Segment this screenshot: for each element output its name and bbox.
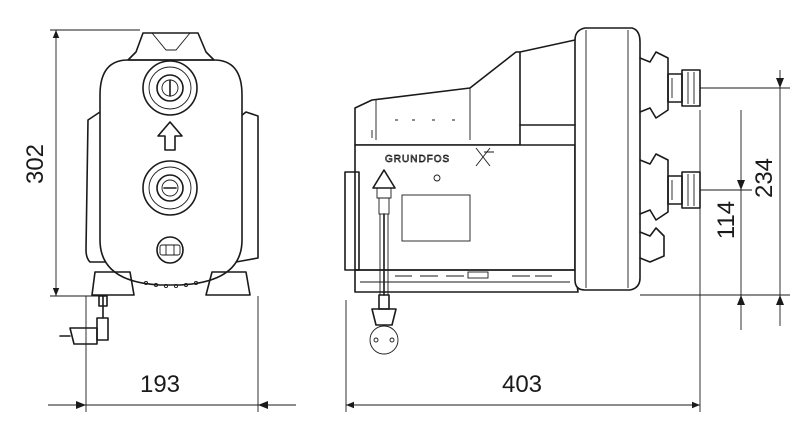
outlet-height-dimension: 234	[751, 70, 784, 326]
side-width-dimension: 403	[345, 110, 701, 412]
outlet-port-front	[142, 60, 198, 116]
outlet-height-label: 234	[751, 158, 778, 198]
pump-front-body	[99, 59, 243, 286]
drain-plug	[156, 236, 184, 264]
front-view	[59, 32, 259, 345]
flow-arrow	[157, 121, 183, 151]
front-height-label: 302	[22, 144, 49, 184]
inlet-port-front	[142, 160, 198, 216]
brand-logo-icon	[475, 147, 494, 167]
front-width-dimension: 193	[48, 296, 296, 412]
side-view: GRUNDFOS	[344, 27, 701, 355]
outlet-port-side	[667, 69, 701, 107]
side-width-label: 403	[502, 371, 542, 398]
front-width-label: 193	[140, 371, 180, 398]
inlet-port-side	[667, 171, 701, 209]
front-height-dimension: 302	[22, 29, 140, 297]
inlet-height-label: 114	[713, 201, 740, 239]
brand-mark: GRUNDFOS	[385, 154, 450, 165]
inlet-height-dimension: 114	[713, 110, 745, 330]
